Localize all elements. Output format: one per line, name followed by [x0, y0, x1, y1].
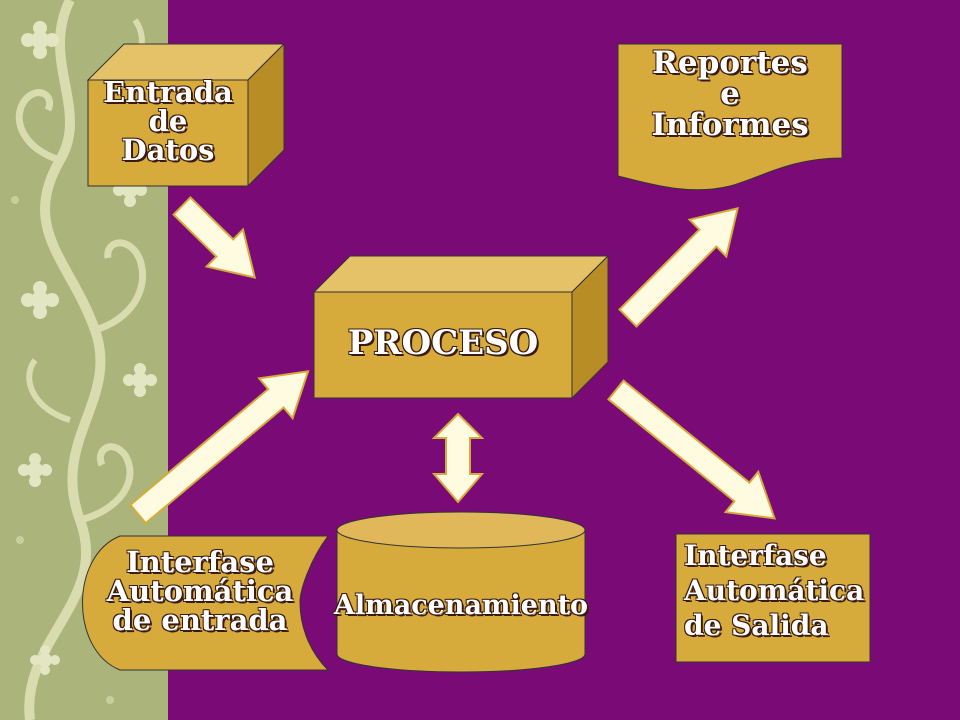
reportes-line3: Informes [651, 107, 809, 143]
arrow-interfase-entrada-to-proceso [128, 370, 310, 525]
vine-swirl-icon [24, 0, 106, 720]
arrow-entrada-to-proceso [172, 196, 257, 279]
flower-icon [21, 21, 59, 59]
proceso-label: PROCESO [314, 326, 572, 360]
interfase-entrada-label: Interfase Automática de entrada [100, 548, 300, 635]
proceso-text: PROCESO [347, 323, 539, 363]
interfase-entrada-line1: Interfase [126, 545, 274, 579]
entrada-line2: de [148, 104, 188, 138]
entrada-line3: Datos [121, 133, 215, 167]
interfase-entrada-line3: de entrada [112, 603, 288, 637]
interfase-entrada-line2: Automática [106, 574, 294, 608]
reportes-informes-label: Reportes e Informes [620, 48, 840, 141]
proceso-box [312, 254, 610, 400]
almacenamiento-text: Almacenamiento [333, 590, 589, 621]
interfase-entrada-shape [82, 535, 330, 671]
reportes-document-shape [617, 43, 843, 191]
reportes-line1: Reportes [652, 45, 808, 81]
arrow-proceso-to-interfase-salida [607, 379, 777, 520]
arrow-proceso-to-reportes [618, 207, 739, 328]
entrada-datos-box [86, 42, 286, 188]
interfase-salida-label: Interfase Automática de Salida [684, 538, 870, 643]
arrow-proceso-almacenamiento-bidirectional [431, 412, 485, 504]
interfase-salida-box [675, 533, 871, 663]
reportes-line2: e [720, 76, 740, 112]
interfase-salida-line1: Interfase [684, 539, 827, 572]
entrada-line1: Entrada [103, 75, 233, 109]
almacenamiento-cylinder [336, 511, 586, 673]
interfase-salida-line2: Automática [684, 574, 865, 607]
entrada-datos-label: Entrada de Datos [88, 78, 248, 165]
interfase-salida-line3: de Salida [684, 609, 829, 642]
almacenamiento-label: Almacenamiento [330, 592, 592, 619]
